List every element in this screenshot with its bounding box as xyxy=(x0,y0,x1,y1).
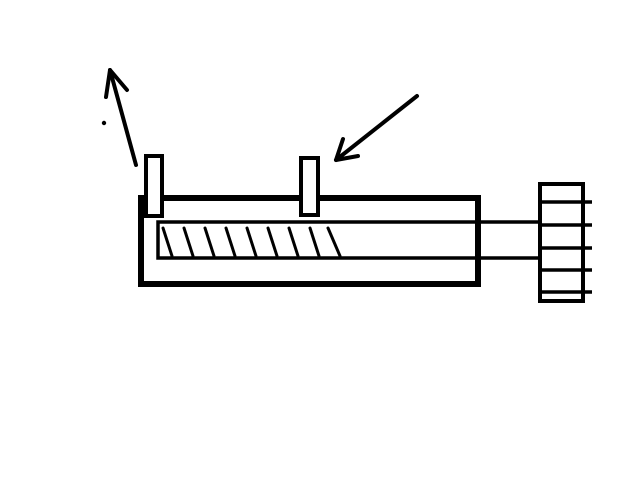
right-port-tube xyxy=(299,156,320,217)
hatch-line xyxy=(287,226,300,258)
piston-hatching xyxy=(161,226,342,258)
hatch-line xyxy=(224,226,237,258)
hatch-line xyxy=(203,226,216,258)
stray-dot xyxy=(101,120,107,126)
hatch-line xyxy=(182,226,195,258)
incoming-arrow-shaft xyxy=(334,94,419,162)
hatch-line xyxy=(161,226,174,258)
outgoing-arrow-shaft xyxy=(108,68,138,167)
inner-barrel xyxy=(156,220,542,260)
knob-ridges xyxy=(540,200,592,294)
outgoing-arrow xyxy=(104,68,138,167)
incoming-arrow xyxy=(334,94,419,162)
gear-knob-icon xyxy=(538,182,592,303)
hatch-line xyxy=(266,226,279,258)
hatch-line xyxy=(326,226,342,258)
hatch-line xyxy=(245,226,258,258)
left-port-tube xyxy=(144,154,164,218)
outgoing-arrow-head xyxy=(104,68,129,99)
incoming-arrow-head xyxy=(334,137,360,162)
hatch-line xyxy=(308,226,321,258)
